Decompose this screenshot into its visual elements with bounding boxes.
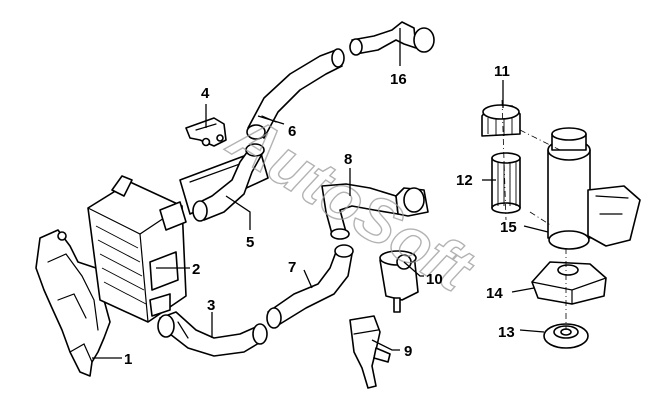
part-11-cap [481, 104, 521, 137]
part-2-intercooler [87, 149, 269, 323]
watermark: AutoSoft [216, 100, 487, 307]
part-16-hose [349, 21, 435, 56]
callout-15: 15 [500, 219, 517, 236]
callouts: 1 2 3 4 5 6 7 8 9 10 11 12 13 14 15 16 [124, 63, 517, 368]
part-12-filter-element [491, 152, 521, 214]
part-9-valve [349, 315, 391, 389]
callout-2: 2 [192, 261, 200, 278]
callout-14: 14 [486, 285, 503, 302]
callout-12: 12 [456, 172, 473, 189]
part-5-hose [192, 143, 265, 222]
callout-9: 9 [404, 343, 412, 360]
part-15-housing [547, 127, 641, 250]
part-7-hose [266, 244, 354, 329]
part-8-pipe [321, 183, 429, 240]
callout-11: 11 [494, 63, 510, 80]
callout-1: 1 [124, 351, 132, 368]
part-4-bracket [185, 117, 227, 147]
leader-lines [92, 28, 549, 359]
assembly-axes [501, 99, 567, 330]
callout-6: 6 [288, 123, 296, 140]
callout-4: 4 [201, 85, 210, 102]
callout-5: 5 [246, 234, 254, 251]
callout-3: 3 [207, 297, 215, 314]
part-3-hose [157, 311, 268, 357]
callout-16: 16 [390, 71, 407, 88]
part-14-mount [531, 261, 607, 305]
part-1-heat-shield [35, 229, 111, 377]
callout-13: 13 [498, 324, 515, 341]
callout-7: 7 [288, 259, 296, 276]
callout-10: 10 [426, 271, 443, 288]
callout-8: 8 [344, 151, 352, 168]
